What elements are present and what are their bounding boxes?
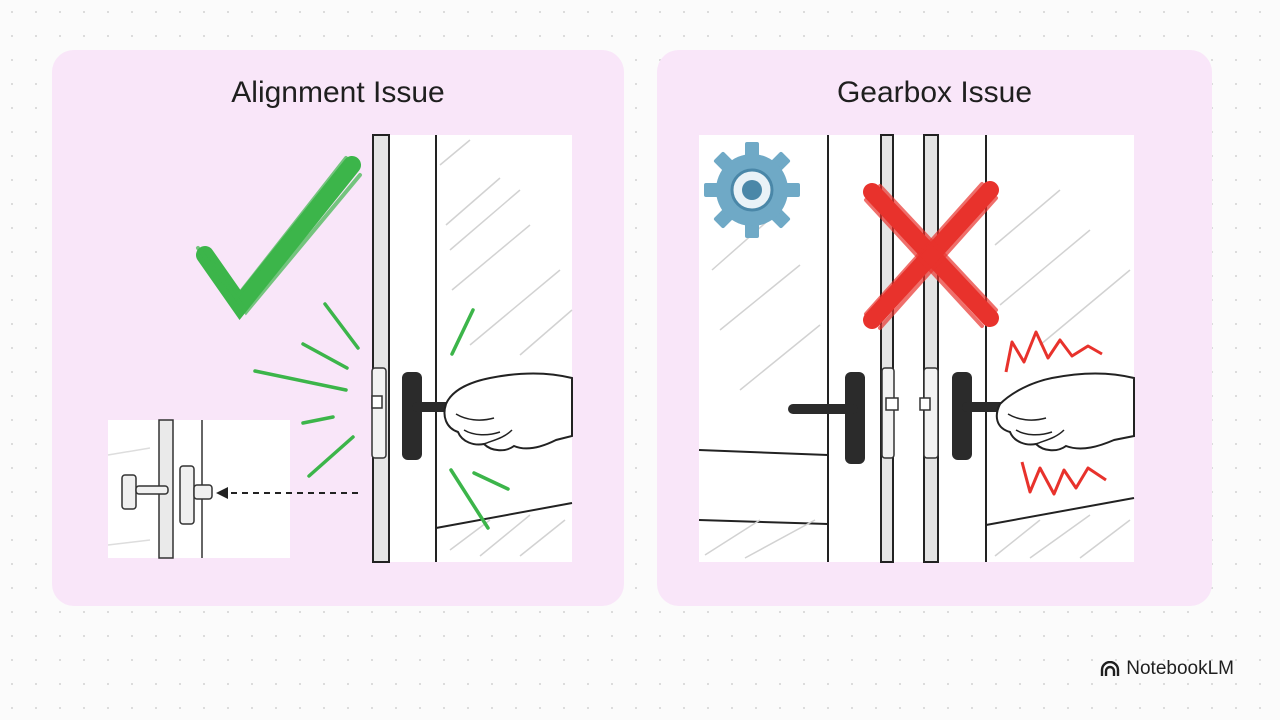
- panel-title-alignment: Alignment Issue: [231, 76, 445, 109]
- latch-inset: [107, 419, 358, 559]
- checkmark-icon: [196, 156, 362, 321]
- panel-title-gearbox: Gearbox Issue: [836, 76, 1033, 109]
- gear-icon: [704, 142, 800, 238]
- notebooklm-logo-icon: [1101, 661, 1120, 676]
- alignment-illustration: [107, 134, 573, 563]
- cross-icon: [863, 181, 999, 330]
- gearbox-illustration: [698, 134, 1135, 563]
- alignment-issue-panel: Alignment Issue: [52, 50, 624, 606]
- impact-lines: [253, 302, 510, 530]
- strain-marks: [1004, 330, 1107, 496]
- gearbox-issue-panel: Gearbox Issue: [657, 50, 1212, 606]
- notebooklm-brand: NotebookLM: [1100, 658, 1234, 680]
- brand-name: NotebookLM: [1126, 658, 1234, 679]
- door-illustration: [371, 134, 573, 563]
